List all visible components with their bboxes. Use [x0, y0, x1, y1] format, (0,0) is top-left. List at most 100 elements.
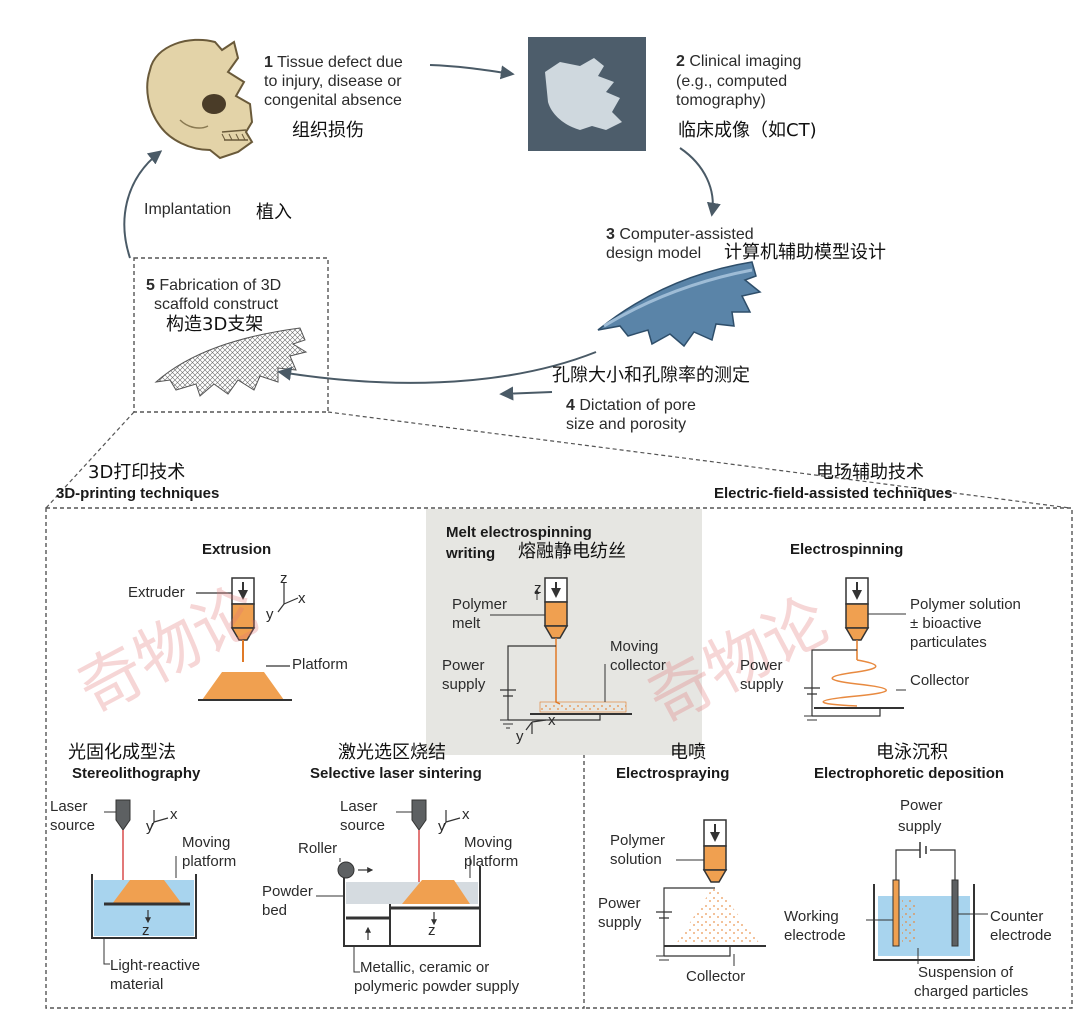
sls-axis-x: x — [462, 806, 470, 823]
electrospraying-title: Electrospraying — [616, 765, 730, 782]
sla-laser-label: Laser — [50, 798, 88, 815]
epd-counter-label: Counter — [990, 908, 1044, 925]
printing-title: 3D-printing techniques — [56, 485, 220, 502]
step2-line2: (e.g., computed — [676, 73, 788, 90]
sla-material-line2: material — [110, 976, 164, 993]
electrospinning-title: Electrospinning — [790, 541, 904, 558]
epd-zh: 电泳沉积 — [876, 742, 948, 763]
epd-working-label: Working — [784, 908, 839, 925]
sls-moving-label: Moving — [464, 834, 513, 851]
sla-material-label: Light-reactive — [110, 957, 201, 974]
epd-suspension-label: Suspension of — [918, 964, 1014, 981]
sls-axis-y: y — [438, 818, 446, 835]
platform-label: Platform — [292, 656, 348, 673]
sla-title: Stereolithography — [72, 765, 201, 782]
sla-axis-y: y — [146, 818, 154, 835]
mew-power-label: Power — [442, 657, 485, 674]
mew-title: Melt electrospinning — [446, 524, 592, 541]
es-collector-label: Collector — [910, 672, 970, 689]
mew-polymer-label: Polymer — [452, 596, 508, 613]
es-bioactive-label: ± bioactive — [910, 615, 982, 632]
skull-icon — [146, 38, 254, 160]
sls-bed-label: bed — [262, 902, 288, 919]
step2-line3: tomography) — [676, 92, 766, 109]
es-solution-label: Polymer solution — [910, 596, 1021, 613]
step2-label: 2 Clinical imaging — [676, 53, 802, 70]
epd-supply-label: supply — [898, 818, 942, 835]
mew-melt-label: melt — [452, 615, 481, 632]
es-particulates-label: particulates — [910, 634, 987, 651]
electric-zh: 电场辅助技术 — [816, 462, 924, 483]
electrospraying-zh: 电喷 — [670, 742, 706, 763]
sls-platform-label: platform — [464, 853, 519, 870]
extruder-label: Extruder — [128, 584, 185, 601]
extrusion-axis-z: z — [280, 570, 288, 587]
step1-zh: 组织损伤 — [292, 120, 364, 141]
epd-power-label: Power — [900, 797, 943, 814]
sla-source-label: source — [50, 817, 96, 834]
implant-label: Implantation — [144, 201, 232, 218]
printing-zh: 3D打印技术 — [88, 462, 186, 483]
extrusion-device — [196, 577, 299, 701]
epd-electrode-label: electrode — [784, 927, 846, 944]
mew-axis-y: y — [516, 728, 524, 745]
sls-supply-label: Metallic, ceramic or — [360, 959, 490, 976]
sls-roller-label: Roller — [298, 840, 338, 857]
sla-axis-z: z — [142, 922, 150, 939]
step3-label: 3 Computer-assisted — [606, 226, 754, 243]
es-power-label: Power — [740, 657, 783, 674]
ct-defect-shape — [545, 58, 622, 130]
spray-power-label: Power — [598, 895, 641, 912]
spray-collector-label: Collector — [686, 968, 746, 985]
sls-device — [316, 799, 481, 973]
epd-title: Electrophoretic deposition — [814, 765, 1005, 782]
es-supply-label: supply — [740, 676, 784, 693]
sls-zh: 激光选区烧结 — [338, 742, 446, 763]
electric-panel — [584, 507, 1073, 1009]
sla-axis-x: x — [170, 806, 178, 823]
step2-zh: 临床成像（如CT) — [678, 120, 817, 141]
extrusion-axis-x: x — [298, 590, 306, 607]
mew-moving-label: Moving — [610, 638, 659, 655]
electrospinning-device — [804, 577, 906, 721]
spray-supply-label: supply — [598, 914, 642, 931]
epd-counter-electrode-label: electrode — [990, 927, 1052, 944]
extrusion-title: Extrusion — [202, 541, 272, 558]
mew-title-line2: writing — [446, 545, 496, 562]
fabrication-box — [133, 257, 329, 413]
step3-zh: 计算机辅助模型设计 — [724, 242, 886, 263]
sla-device — [91, 799, 197, 965]
mew-device — [490, 577, 632, 734]
sls-source-label: source — [340, 817, 386, 834]
electric-title: Electric-field-assisted techniques — [714, 485, 953, 502]
mew-supply-label: supply — [442, 676, 486, 693]
step5-zh: 构造3D支架 — [166, 314, 264, 335]
sls-title: Selective laser sintering — [310, 765, 482, 782]
sla-moving-label: Moving — [182, 834, 231, 851]
scaffold-shape — [154, 327, 308, 397]
spray-polymer-label: Polymer — [610, 832, 666, 849]
sls-laser-label: Laser — [340, 798, 378, 815]
electrospraying-device — [656, 819, 766, 966]
epd-device — [866, 842, 988, 964]
epd-particles-label: charged particles — [914, 983, 1029, 1000]
implant-zh: 植入 — [256, 202, 292, 223]
step1-label: 1 Tissue defect due — [264, 54, 403, 71]
step4-zh: 孔隙大小和孔隙率的测定 — [552, 365, 750, 386]
extrusion-axis-y: y — [266, 606, 274, 623]
cad-model-shape — [597, 261, 762, 348]
spray-solution-label: solution — [610, 851, 662, 868]
sla-platform-label: platform — [182, 853, 237, 870]
mew-axis-z: z — [534, 580, 542, 597]
mew-collector-label: collector — [610, 657, 666, 674]
sls-axis-z: z — [428, 922, 436, 939]
step1-line2: to injury, disease or — [264, 73, 402, 90]
mew-zh: 熔融静电纺丝 — [518, 541, 626, 562]
step5-line2: scaffold construct — [154, 296, 279, 313]
step4-label: 4 Dictation of pore — [566, 397, 696, 414]
step5-label: 5 Fabrication of 3D — [146, 277, 282, 294]
sls-powder-label: Powder — [262, 883, 313, 900]
sla-zh: 光固化成型法 — [68, 742, 176, 763]
step1-line3: congenital absence — [264, 92, 402, 109]
